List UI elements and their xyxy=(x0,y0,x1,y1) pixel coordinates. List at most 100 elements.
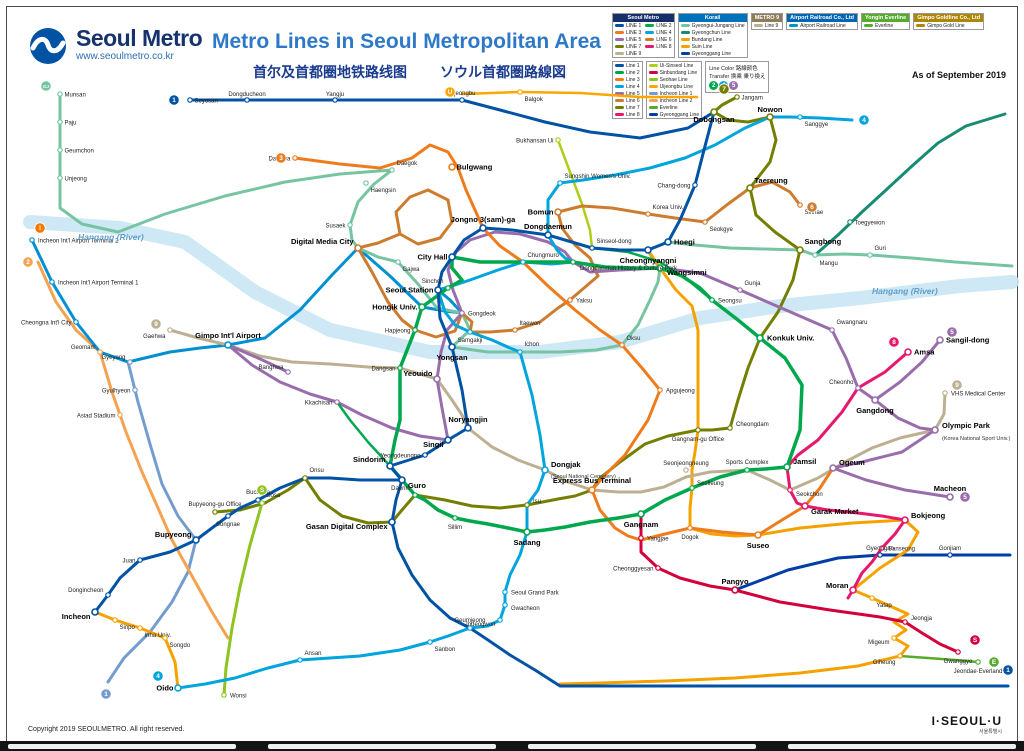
station: Gwanggyo xyxy=(944,649,973,665)
station: Taereung xyxy=(746,176,789,192)
station: Sinpo xyxy=(112,617,136,631)
line-color-chip xyxy=(615,30,624,35)
station: Migeum xyxy=(868,635,897,646)
legend-item: Everline xyxy=(647,104,701,111)
station-label: Guri xyxy=(875,246,886,252)
station-label: Daerim xyxy=(391,486,410,492)
station: Hongik Univ. xyxy=(372,303,426,312)
station-label: Gunja xyxy=(745,281,762,287)
station-label: VHS Medical Center xyxy=(951,392,1005,398)
station: Daegok xyxy=(389,161,418,173)
station: Susaek xyxy=(325,222,353,230)
brand-subtext: 서울특별시 xyxy=(978,728,1002,735)
station: Gangdong xyxy=(856,396,894,415)
station-label: Digital Media City xyxy=(291,237,354,246)
line-color-chip xyxy=(789,23,799,28)
station-label: Jeondae·Everland xyxy=(954,669,1003,675)
legend-item-label: LINE 8 xyxy=(656,43,672,50)
station-label: Cheongna Int'l City xyxy=(21,321,72,327)
legend-item: Everline xyxy=(862,22,909,29)
line-color-chip xyxy=(916,23,926,28)
line-number-badge-label: E xyxy=(992,659,997,666)
station: Bupyeong xyxy=(155,530,200,544)
station-label: Jamsil xyxy=(793,457,816,466)
legend-box-title: Korail xyxy=(678,14,747,22)
station: Cheonggyesan xyxy=(613,565,661,573)
station-label: Sadang xyxy=(513,538,541,547)
metro-line-seohae xyxy=(222,501,264,697)
station-label: Sanbon xyxy=(435,647,456,653)
station: Samgakji xyxy=(458,329,483,344)
station-label: Geomam xyxy=(71,345,96,351)
station: Kkachisan xyxy=(305,399,340,407)
legend-item-label: Line 3 xyxy=(626,76,640,83)
line-color-chip xyxy=(645,44,655,49)
line-color-chip xyxy=(864,23,874,28)
station-label: Ogeum xyxy=(839,458,865,467)
station-label: Bokjeong xyxy=(911,511,946,520)
legend-item-label: Everline xyxy=(659,104,678,111)
station: Ogeum xyxy=(829,458,865,472)
legend-item-label: Line 2 xyxy=(626,69,640,76)
legend-item-label: Bundang Line xyxy=(691,36,723,43)
station: Itaewon xyxy=(512,321,541,333)
station: Cheongnyangni xyxy=(620,246,676,265)
station-label: Garak Market xyxy=(811,507,859,516)
line-number-badge: I xyxy=(34,222,46,234)
station-label: Samgakji xyxy=(458,338,483,344)
line-number-badge: 1 xyxy=(100,688,112,700)
station: Seonjeongneung xyxy=(663,461,709,473)
station: Indeogwon xyxy=(466,617,503,628)
station: Oido xyxy=(156,684,182,693)
station: Songdo xyxy=(162,635,191,649)
line-number-badge-label: 9 xyxy=(955,382,959,389)
line-number-badge: E xyxy=(988,656,1000,668)
copyright-text: Copyright 2019 SEOULMETRO. All right res… xyxy=(28,726,185,733)
metro-line-line1-main xyxy=(188,98,716,482)
station-label: Yangjae xyxy=(647,537,669,543)
station: Geumjeong xyxy=(454,618,486,631)
legend-item-label: LINE 2 xyxy=(656,22,672,29)
legend-item-label: Line 1 xyxy=(626,62,640,69)
station-label: Seokgye xyxy=(710,227,734,233)
station-label: Paju xyxy=(65,121,77,127)
line-color-chip xyxy=(648,105,658,110)
legend-item: Line 7 xyxy=(613,104,642,111)
line-number-badge: 5 xyxy=(946,326,958,338)
station: Jeongja xyxy=(902,616,933,625)
line-color-chip xyxy=(680,30,690,35)
transfer-box-line1: Line Color 路線颜色 xyxy=(709,66,758,72)
line-number-badge-label: 7 xyxy=(722,86,726,93)
station-sublabel: (Korea National Sport Univ.) xyxy=(942,436,1011,442)
station: Bukhansan Ui xyxy=(516,137,561,145)
station: Bomun xyxy=(528,208,562,217)
station-label: Incheon Int'l Airport Terminal 1 xyxy=(58,281,139,287)
station: Seongsu xyxy=(709,297,742,305)
station-label: Mangu xyxy=(820,261,838,267)
station: Sinchon xyxy=(422,279,451,291)
station: Incheon Int'l Airport Terminal 2 xyxy=(29,237,119,245)
station: Chungmuro xyxy=(520,253,560,265)
station-label: Hapjeong xyxy=(385,329,411,335)
legend-item: Ui-Sinseol Line xyxy=(647,62,701,69)
legend-item: LINE 9 xyxy=(613,50,643,57)
station-label: Sanggye xyxy=(805,122,829,128)
metro-line-line5-sangil xyxy=(873,338,942,402)
station-label: Chungmuro xyxy=(528,253,560,259)
line-number-badge-label: 2 xyxy=(26,259,30,266)
station: Yangjae xyxy=(638,535,669,543)
legend-item-label: LINE 9 xyxy=(626,50,642,57)
station-label: Bupyeong xyxy=(155,530,192,539)
station: Gunja xyxy=(737,281,762,293)
station-label: Isu xyxy=(533,499,541,505)
station: Seokgye xyxy=(702,219,734,233)
legend-items: Airport Railroad Line xyxy=(787,22,857,29)
station: Yatap xyxy=(869,595,892,609)
station-label: Yeouido xyxy=(403,369,433,378)
line-number-badge-label: GJ xyxy=(43,84,50,89)
seoul-metro-logo: Seoul Metro www.seoulmetro.co.kr xyxy=(28,26,203,66)
station: Asiad Stadium xyxy=(77,412,123,420)
station-label: Taereung xyxy=(755,176,789,185)
legend-item-label: Everline xyxy=(875,22,894,29)
line-number-badge: 8 xyxy=(888,336,900,348)
